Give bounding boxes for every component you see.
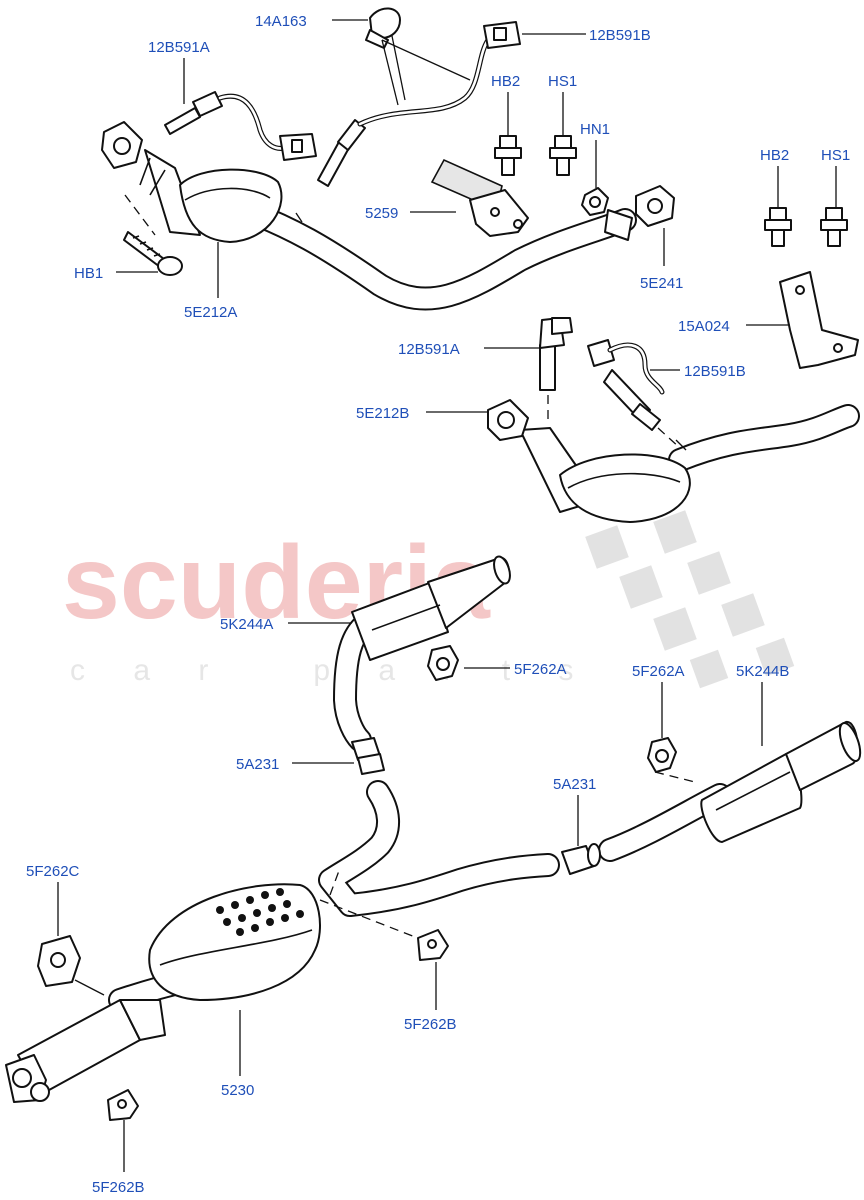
- insulator-5F262C: [37, 935, 105, 996]
- label-5F262B-bottom: 5F262B: [92, 1179, 145, 1196]
- label-14A163: 14A163: [255, 13, 307, 30]
- label-HB2-a: HB2: [491, 73, 520, 90]
- label-5259: 5259: [365, 205, 398, 222]
- watermark-checker-flag: [585, 510, 795, 689]
- bolt-HB2-a: [494, 135, 522, 176]
- stud-HB1: [123, 231, 183, 276]
- rear-muffler-5K244B: [700, 721, 862, 843]
- label-5230: 5230: [221, 1082, 254, 1099]
- silencer-dimples: [216, 888, 304, 936]
- label-12B591A-mid: 12B591A: [398, 341, 460, 358]
- catalytic-converter-5E212A: [101, 121, 283, 243]
- label-HS1-b: HS1: [821, 147, 850, 164]
- label-5F262A-left: 5F262A: [514, 661, 567, 678]
- label-5E241: 5E241: [640, 275, 683, 292]
- insulator-5F262B-mid: [417, 929, 449, 961]
- watermark-tagline: c a r p a r t s: [70, 654, 593, 687]
- label-5E212A: 5E212A: [184, 304, 237, 321]
- oxygen-sensor-12B591B-mid: [587, 339, 681, 449]
- label-5F262A-right: 5F262A: [632, 663, 685, 680]
- label-5K244B: 5K244B: [736, 663, 789, 680]
- catalytic-converter-5E212B: [487, 399, 860, 523]
- bolt-HS1-a: [549, 135, 577, 176]
- label-5A231-right: 5A231: [553, 776, 596, 793]
- label-12B591B-top: 12B591B: [589, 27, 651, 44]
- label-5E212B: 5E212B: [356, 405, 409, 422]
- label-15A024: 15A024: [678, 318, 730, 335]
- gasket-5E241: [635, 185, 675, 227]
- oxygen-sensor-12B591A-mid: [539, 317, 573, 425]
- bolt-HS1-b: [820, 207, 848, 247]
- label-5A231-left: 5A231: [236, 756, 279, 773]
- label-HN1: HN1: [580, 121, 610, 138]
- insulator-5F262B-bottom: [107, 1089, 139, 1121]
- label-5F262B-mid: 5F262B: [404, 1016, 457, 1033]
- rear-silencer-5230: [5, 883, 321, 1103]
- front-muffler-5K244A: [333, 555, 511, 752]
- label-12B591B-mid: 12B591B: [684, 363, 746, 380]
- label-12B591A-top: 12B591A: [148, 39, 210, 56]
- clamp-5A231-left: [351, 737, 385, 775]
- bolt-HB2-b: [764, 207, 792, 247]
- label-HB1: HB1: [74, 265, 103, 282]
- label-5K244A: 5K244A: [220, 616, 273, 633]
- oxygen-sensor-12B591A-top: [164, 91, 317, 161]
- leader-lines: [57, 19, 837, 1172]
- part-labels: 14A163 12B591B 12B591A HB2 HS1 HN1 HB2 H…: [26, 13, 850, 1196]
- label-HS1-a: HS1: [548, 73, 577, 90]
- nut-HN1: [581, 187, 609, 216]
- label-HB2-b: HB2: [760, 147, 789, 164]
- upper-exhaust-pipe: [218, 193, 637, 311]
- insulator-5F262A-right: [647, 737, 677, 773]
- bracket-15A024: [779, 271, 859, 369]
- heatshield-bracket-5259: [430, 158, 529, 237]
- insulator-5F262A-left: [427, 645, 459, 681]
- label-5F262C: 5F262C: [26, 863, 80, 880]
- wire-clip-14A163: [365, 7, 471, 106]
- clamp-5A231-right: [561, 843, 601, 875]
- main-exhaust-pipe: [318, 771, 732, 943]
- oxygen-sensor-12B591B-top: [317, 21, 521, 187]
